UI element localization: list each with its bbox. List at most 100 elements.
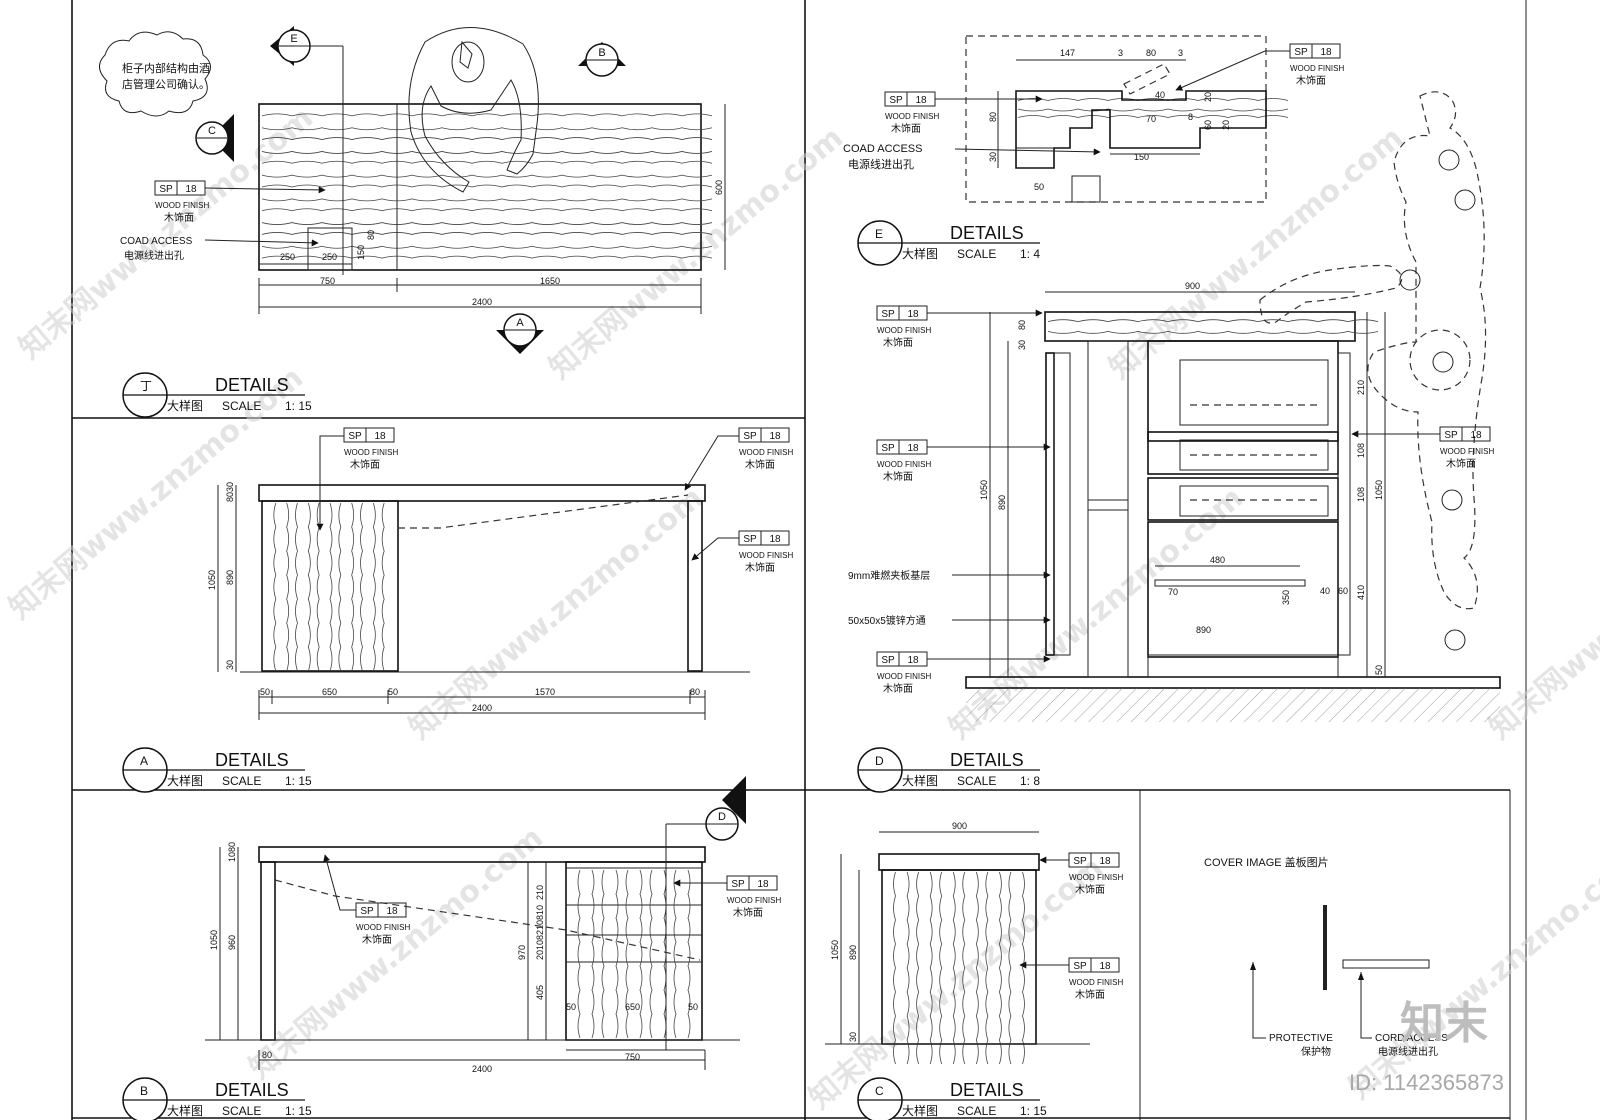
svg-text:150: 150 (356, 245, 366, 260)
svg-text:405: 405 (535, 985, 545, 1000)
svg-text:50: 50 (688, 1002, 698, 1012)
svg-text:C: C (208, 125, 216, 137)
svg-text:电源线进出孔: 电源线进出孔 (1378, 1045, 1438, 1058)
brand-logo: 知末 (1400, 999, 1488, 1048)
wood-grain-line (338, 502, 342, 672)
watermark-7: 知末网www.znzmo.com (1483, 480, 1600, 746)
wood-grain-line (261, 151, 713, 154)
section-d: SP 18 WOOD FINISH 木饰面 SP 18 WOOD FINISH … (848, 91, 1501, 722)
title-mark: A (140, 754, 148, 768)
wood-grain-line (286, 502, 290, 672)
svg-text:890: 890 (1196, 625, 1211, 635)
svg-text:410: 410 (1356, 585, 1366, 600)
wood-grain-line (939, 871, 943, 1065)
svg-text:木饰面: 木饰面 (1075, 988, 1105, 1001)
wood-grain-line (1047, 319, 1379, 323)
svg-text:SP: SP (881, 655, 895, 666)
svg-text:30: 30 (1017, 340, 1027, 350)
wood-grain-line (307, 502, 311, 672)
svg-text:40: 40 (1155, 90, 1165, 100)
wood-grain-line (261, 113, 713, 117)
title-mark: D (875, 754, 884, 768)
title-details: DETAILS (950, 1080, 1024, 1100)
title-scale-word: SCALE (222, 399, 261, 413)
wood-grain-line (687, 869, 691, 1039)
svg-text:WOOD FINISH: WOOD FINISH (877, 460, 931, 469)
svg-text:木饰面: 木饰面 (733, 906, 763, 919)
svg-text:WOOD FINISH: WOOD FINISH (877, 326, 931, 335)
svg-text:20: 20 (1203, 92, 1213, 102)
title-details: DETAILS (215, 1080, 289, 1100)
wood-grain-line (329, 502, 333, 672)
d-tags: SP 18 WOOD FINISH 木饰面 SP 18 WOOD FINISH … (848, 305, 1494, 695)
svg-text:1050: 1050 (830, 940, 840, 960)
brand-id: ID: 1142365873 (1349, 1070, 1504, 1095)
svg-text:WOOD FINISH: WOOD FINISH (1440, 447, 1494, 456)
svg-text:970: 970 (517, 945, 527, 960)
wood-grain-line (625, 869, 629, 1039)
svg-text:80: 80 (988, 112, 998, 122)
svg-text:木饰面: 木饰面 (745, 561, 775, 574)
watermarks: 知末网www.znzmo.com 知末网www.znzmo.com 知末网www… (3, 100, 1600, 1116)
svg-text:1050: 1050 (207, 570, 217, 590)
wood-grain-line (261, 208, 713, 212)
svg-text:木饰面: 木饰面 (1296, 74, 1326, 87)
wood-grain-line (351, 502, 355, 672)
b-leg (260, 861, 276, 1041)
svg-text:960: 960 (227, 935, 237, 950)
wood-grain-line (998, 871, 1002, 1065)
svg-text:木饰面: 木饰面 (350, 458, 380, 471)
svg-text:WOOD FINISH: WOOD FINISH (155, 201, 209, 210)
title-scale-word: SCALE (957, 774, 996, 788)
b-cabinet (565, 861, 703, 1041)
svg-text:60: 60 (1338, 586, 1348, 596)
svg-text:SP: SP (1073, 856, 1087, 867)
title-cn: 大样图 (167, 1103, 203, 1118)
wood-grain-line (261, 255, 713, 259)
note-cloud (99, 31, 211, 117)
svg-text:650: 650 (322, 687, 337, 697)
svg-text:890: 890 (997, 495, 1007, 510)
title-mark: B (140, 1084, 148, 1098)
title-scale-word: SCALE (957, 247, 996, 261)
wood-grain-line (975, 871, 979, 1065)
wood-grain-line (261, 198, 713, 202)
wood-grain-line (577, 869, 581, 1039)
detail-e: SP 18 WOOD FINISH 木饰面 SP 18 WOOD FINISH … (843, 35, 1344, 203)
svg-text:250: 250 (322, 252, 337, 262)
svg-text:18: 18 (1099, 856, 1111, 867)
wood-grain-line (360, 502, 363, 672)
wood-grain-line (962, 871, 966, 1065)
cover-cord-plate (1342, 959, 1430, 969)
wood-grain-line (261, 222, 713, 225)
svg-text:150: 150 (1134, 152, 1149, 162)
svg-text:650: 650 (625, 1002, 640, 1012)
svg-text:木饰面: 木饰面 (883, 470, 913, 483)
wood-finish-tag-plan: SP 18 WOOD FINISH 木饰面 (154, 180, 326, 224)
svg-text:A: A (516, 317, 524, 329)
wood-grain-line (1008, 871, 1012, 1065)
title-scale: 1: 15 (285, 399, 312, 413)
svg-text:480: 480 (1210, 555, 1225, 565)
svg-text:80: 80 (262, 1050, 272, 1060)
svg-text:WOOD FINISH: WOOD FINISH (344, 448, 398, 457)
wood-grain-line (591, 869, 595, 1039)
e-coad-cn: 电源线进出孔 (848, 157, 914, 171)
svg-text:18: 18 (185, 184, 197, 195)
wood-grain-line (261, 184, 713, 188)
e-dimensions: 147 3 80 3 40 70 150 80 30 50 60 20 20 8 (988, 48, 1231, 192)
title-scale: 1: 8 (1020, 774, 1040, 788)
svg-text:PROTECTIVE: PROTECTIVE (1269, 1033, 1333, 1044)
watermark-9: 知末网www.znzmo.com (803, 850, 1110, 1116)
svg-text:2400: 2400 (472, 703, 492, 713)
svg-text:70: 70 (1168, 587, 1178, 597)
wood-grain-line (261, 232, 713, 235)
title-scale: 1: 15 (1020, 1104, 1047, 1118)
wood-grain-line (261, 174, 713, 178)
svg-text:70: 70 (1146, 114, 1156, 124)
svg-text:2400: 2400 (472, 1064, 492, 1074)
svg-text:8030: 8030 (225, 482, 235, 502)
a-desk-top (258, 484, 706, 502)
